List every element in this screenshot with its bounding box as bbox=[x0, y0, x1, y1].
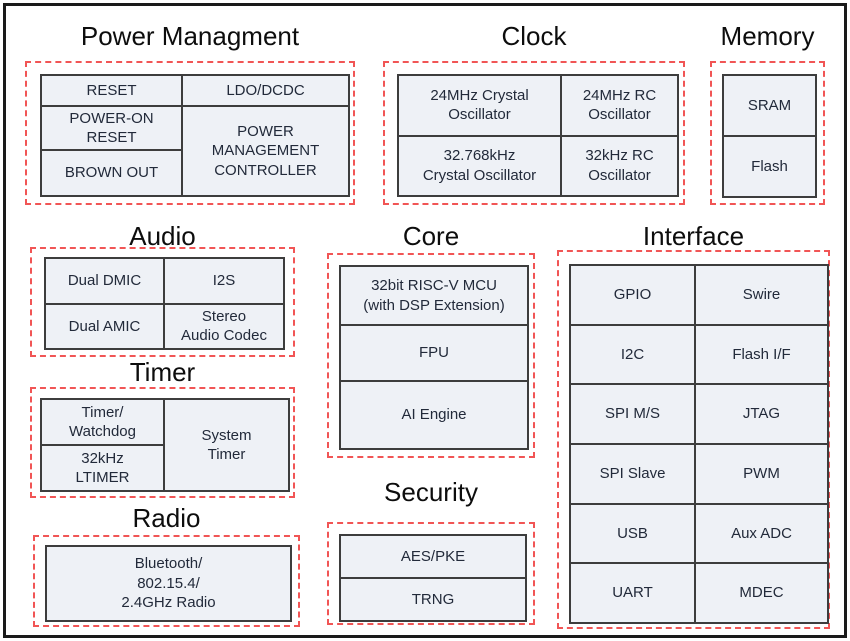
clock-grid: 24MHz Crystal Oscillator 24MHz RC Oscill… bbox=[397, 74, 679, 197]
group-title-radio: Radio bbox=[132, 503, 201, 533]
block-dual-amic: Dual AMIC bbox=[46, 304, 163, 348]
block-spi-slave: SPI Slave bbox=[571, 445, 694, 503]
group-title-power-management: Power Managment bbox=[80, 21, 300, 51]
group-title-timer: Timer bbox=[129, 357, 196, 387]
block-i2s: I2S bbox=[165, 259, 283, 303]
block-brown-out: BROWN OUT bbox=[42, 151, 181, 195]
group-radio: Bluetooth/ 802.15.4/ 2.4GHz Radio bbox=[33, 535, 300, 627]
block-fpu: FPU bbox=[341, 326, 527, 380]
group-timer: Timer/ Watchdog System Timer 32kHz LTIME… bbox=[30, 387, 295, 498]
group-core: 32bit RISC-V MCU (with DSP Extension) FP… bbox=[327, 253, 535, 458]
block-aux-adc: Aux ADC bbox=[696, 504, 827, 563]
group-title-clock: Clock bbox=[501, 21, 567, 51]
block-bluetooth-radio: Bluetooth/ 802.15.4/ 2.4GHz Radio bbox=[47, 547, 290, 620]
block-swire: Swire bbox=[696, 266, 827, 324]
block-uart: UART bbox=[571, 564, 694, 622]
radio-grid: Bluetooth/ 802.15.4/ 2.4GHz Radio bbox=[45, 545, 292, 622]
interface-grid: GPIO Swire I2C Flash I/F SPI M/S JTAG SP… bbox=[569, 264, 829, 624]
block-32768khz-crystal-oscillator: 32.768kHz Crystal Oscillator bbox=[399, 136, 560, 195]
block-mdec: MDEC bbox=[696, 564, 827, 622]
block-spi-ms: SPI M/S bbox=[571, 385, 694, 443]
group-title-interface: Interface bbox=[642, 221, 745, 251]
block-aes-pke: AES/PKE bbox=[341, 536, 525, 577]
block-stereo-audio-codec: Stereo Audio Codec bbox=[165, 304, 283, 348]
block-32khz-ltimer: 32kHz LTIMER bbox=[42, 446, 163, 490]
block-24mhz-crystal-oscillator: 24MHz Crystal Oscillator bbox=[399, 76, 560, 135]
block-pwm: PWM bbox=[696, 445, 827, 503]
block-riscv-mcu: 32bit RISC-V MCU (with DSP Extension) bbox=[341, 267, 527, 324]
block-timer-watchdog: Timer/ Watchdog bbox=[42, 400, 163, 444]
block-trng: TRNG bbox=[341, 579, 525, 620]
block-ai-engine: AI Engine bbox=[341, 382, 527, 448]
power-management-grid: RESET LDO/DCDC POWER-ON RESET POWER MANA… bbox=[40, 74, 350, 197]
block-flash-if: Flash I/F bbox=[696, 325, 827, 384]
block-gpio: GPIO bbox=[571, 266, 694, 324]
group-memory: SRAM Flash bbox=[710, 61, 825, 205]
block-usb: USB bbox=[571, 504, 694, 563]
timer-grid: Timer/ Watchdog System Timer 32kHz LTIME… bbox=[40, 398, 290, 492]
memory-grid: SRAM Flash bbox=[722, 74, 817, 198]
block-24mhz-rc-oscillator: 24MHz RC Oscillator bbox=[562, 76, 677, 135]
group-title-core: Core bbox=[402, 221, 460, 251]
group-audio: Dual DMIC I2S Dual AMIC Stereo Audio Cod… bbox=[30, 247, 295, 357]
block-dual-dmic: Dual DMIC bbox=[46, 259, 163, 303]
group-power-management: RESET LDO/DCDC POWER-ON RESET POWER MANA… bbox=[25, 61, 355, 205]
block-power-management-controller: POWER MANAGEMENT CONTROLLER bbox=[183, 107, 348, 195]
group-title-memory: Memory bbox=[720, 21, 815, 51]
block-system-timer: System Timer bbox=[165, 400, 288, 490]
audio-grid: Dual DMIC I2S Dual AMIC Stereo Audio Cod… bbox=[44, 257, 285, 350]
group-security: AES/PKE TRNG bbox=[327, 522, 535, 625]
group-clock: 24MHz Crystal Oscillator 24MHz RC Oscill… bbox=[383, 61, 685, 205]
block-sram: SRAM bbox=[724, 76, 815, 135]
group-title-security: Security bbox=[384, 477, 478, 507]
security-grid: AES/PKE TRNG bbox=[339, 534, 527, 622]
block-ldo-dcdc: LDO/DCDC bbox=[183, 76, 348, 105]
block-power-on-reset: POWER-ON RESET bbox=[42, 107, 181, 149]
block-reset: RESET bbox=[42, 76, 181, 105]
block-jtag: JTAG bbox=[696, 385, 827, 443]
group-title-audio: Audio bbox=[129, 221, 196, 251]
core-grid: 32bit RISC-V MCU (with DSP Extension) FP… bbox=[339, 265, 529, 450]
block-32khz-rc-oscillator: 32kHz RC Oscillator bbox=[562, 136, 677, 195]
group-interface: GPIO Swire I2C Flash I/F SPI M/S JTAG SP… bbox=[557, 250, 830, 629]
block-i2c: I2C bbox=[571, 325, 694, 384]
block-flash: Flash bbox=[724, 137, 815, 196]
